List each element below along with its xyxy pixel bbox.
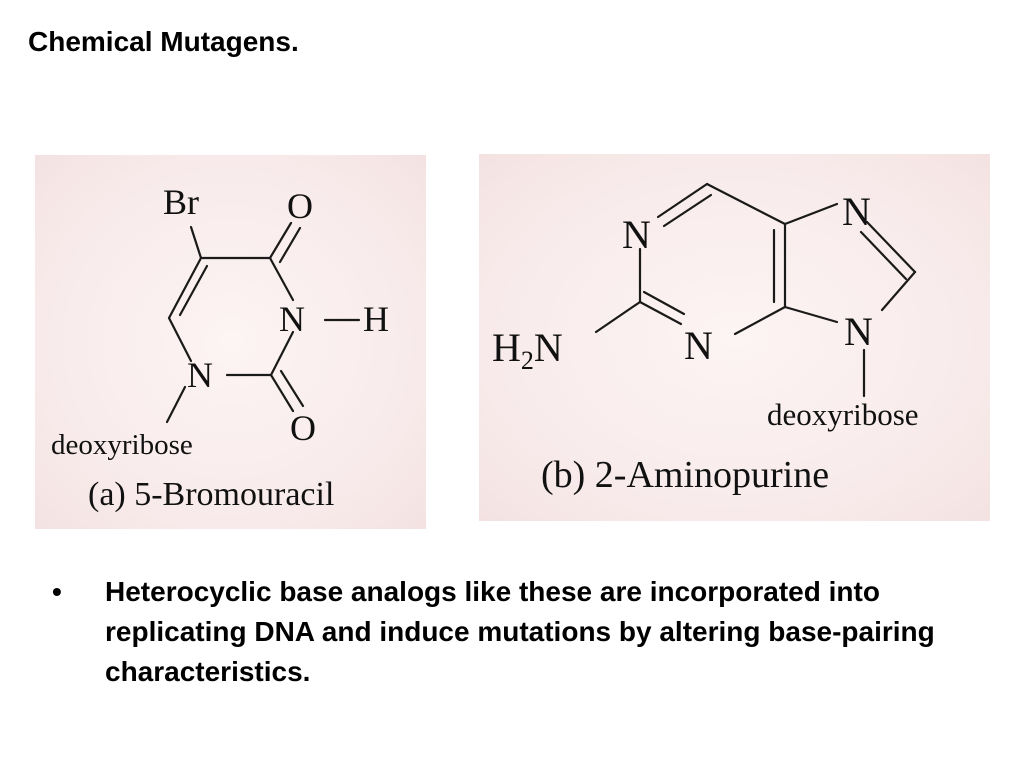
- bond-c5-br: [189, 225, 203, 260]
- bond-c6-c5-double: [178, 264, 209, 317]
- bond-c4-o-double: [278, 226, 302, 264]
- caption-b: (b) 2-Aminopurine: [541, 454, 829, 496]
- amine-h: H: [492, 325, 521, 370]
- deoxyribose-label-b: deoxyribose: [767, 397, 919, 432]
- atom-n-ring: N: [187, 355, 213, 395]
- bond-c5-n7: [783, 202, 839, 226]
- atom-n9: N: [844, 309, 873, 354]
- caption-a: (a) 5-Bromouracil: [88, 476, 334, 513]
- amine-n: N: [534, 325, 563, 370]
- bond-n1-sugar: [165, 385, 187, 424]
- bond-c6-c5: [705, 182, 787, 226]
- amine-group: H2N: [492, 325, 563, 375]
- aminopurine-panel: N N N N H2N deoxyribose (b) 2-Aminopurin…: [479, 154, 990, 521]
- bond-n3-c2-double: [642, 290, 686, 316]
- bond-n1-c6: [167, 316, 193, 363]
- atom-n1: N: [622, 212, 651, 257]
- bullet-mark: •: [52, 576, 62, 607]
- aminopurine-structure: N N N N H2N deoxyribose (b) 2-Aminopurin…: [492, 182, 919, 496]
- atom-n-h: N: [279, 299, 305, 339]
- bullet-text: Heterocyclic base analogs like these are…: [105, 576, 935, 687]
- bond-c4-o: [268, 221, 293, 260]
- bond-n7-c8-double: [859, 230, 908, 281]
- atom-br: Br: [163, 182, 199, 222]
- bond-c2-amine: [594, 300, 642, 334]
- bond-c6-c5: [167, 256, 203, 320]
- bond-n3-c2: [638, 300, 683, 326]
- atom-o-top: O: [287, 186, 313, 226]
- bond-n7-c8: [865, 220, 917, 274]
- bond-c2-o-double: [279, 369, 305, 408]
- bromouracil-panel: Br O N H N O deoxyribose (a) 5-Bromourac…: [35, 155, 426, 529]
- atom-n3: N: [684, 323, 713, 368]
- bromouracil-structure: Br O N H N O deoxyribose (a) 5-Bromourac…: [51, 182, 389, 513]
- slide-title: Chemical Mutagens.: [28, 26, 299, 57]
- bond-n9-c4: [783, 305, 839, 324]
- bond-n1-c6: [656, 182, 709, 219]
- atom-o-bottom: O: [290, 408, 316, 448]
- bond-c4-n3: [733, 305, 787, 336]
- atom-n7: N: [842, 189, 871, 234]
- bond-c2-o: [269, 373, 295, 413]
- deoxyribose-label-a: deoxyribose: [51, 429, 193, 461]
- bond-c4-n3: [268, 256, 295, 302]
- atom-h: H: [363, 299, 389, 339]
- amine-subscript: 2: [521, 346, 534, 375]
- bond-n3-c2: [269, 330, 295, 377]
- bond-c8-n9: [880, 270, 917, 312]
- bond-n1-c6-double: [662, 193, 713, 228]
